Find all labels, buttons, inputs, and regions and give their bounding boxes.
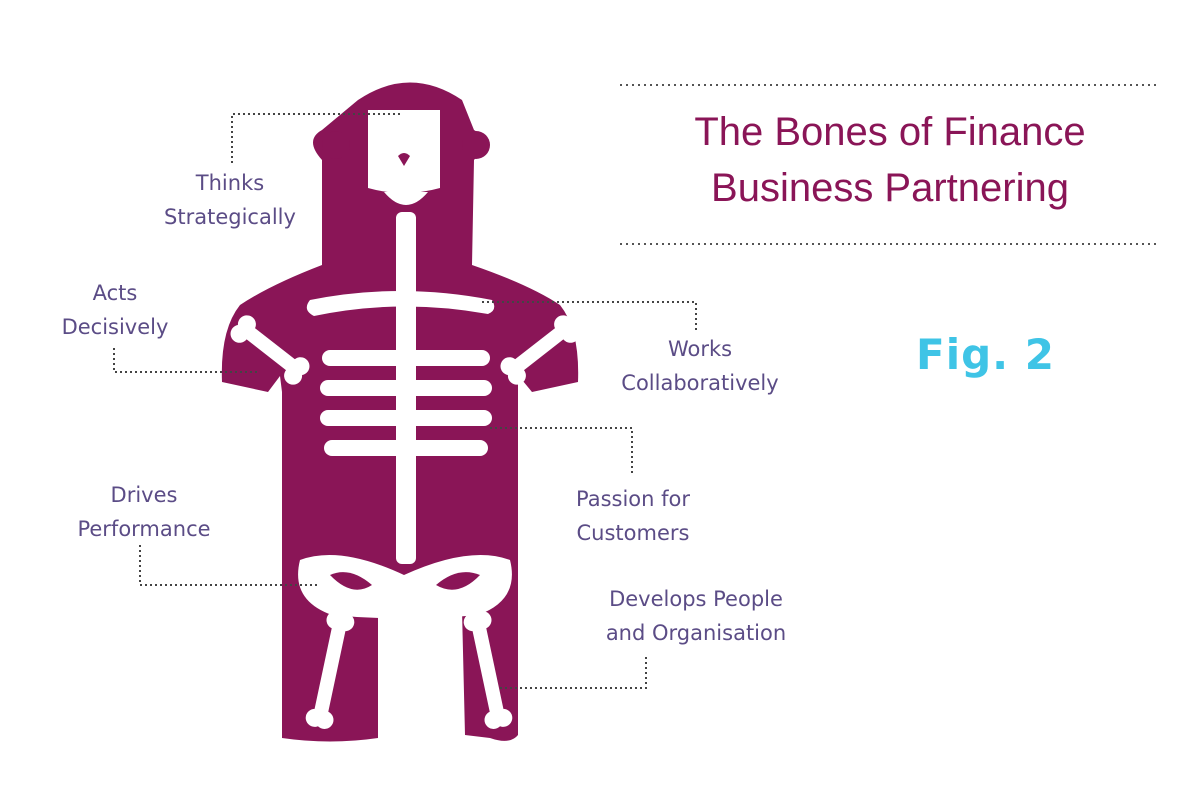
jaw-bone (384, 192, 428, 205)
page-title: The Bones of Finance Business Partnering (694, 110, 1086, 210)
left-leg-bone (305, 611, 355, 729)
right-arm-bone (500, 315, 580, 385)
label-drives-performance: Drives Performance (77, 483, 211, 541)
leader-lines (113, 113, 697, 689)
leader-drives-performance (139, 545, 318, 586)
left-arm-bone (230, 315, 310, 385)
nose-icon (398, 153, 410, 166)
pelvis-bone (298, 555, 512, 619)
collarbone-bone (306, 291, 495, 316)
rib-bone (322, 350, 490, 366)
leader-develops-people (500, 655, 647, 689)
label-thinks-strategically: Thinks Strategically (164, 171, 296, 229)
leader-thinks-strategically (231, 113, 400, 165)
figure-label: Fig. 2 (916, 330, 1055, 379)
right-leg-bone (463, 611, 513, 729)
leader-passion-customers (490, 427, 633, 475)
label-acts-decisively: Acts Decisively (61, 281, 169, 339)
rib-bone (324, 440, 488, 456)
label-develops-people: Develops People and Organisation (605, 587, 787, 645)
label-passion-for-customers: Passion for Customers (575, 487, 690, 545)
leader-works-collaboratively (482, 301, 697, 330)
skull-bone (368, 110, 440, 193)
skeleton-bones (230, 110, 580, 729)
label-works-collaboratively: Works Collaboratively (621, 337, 779, 395)
rib-bone (320, 380, 492, 396)
rib-bone (320, 410, 492, 426)
leader-acts-decisively (113, 348, 260, 373)
